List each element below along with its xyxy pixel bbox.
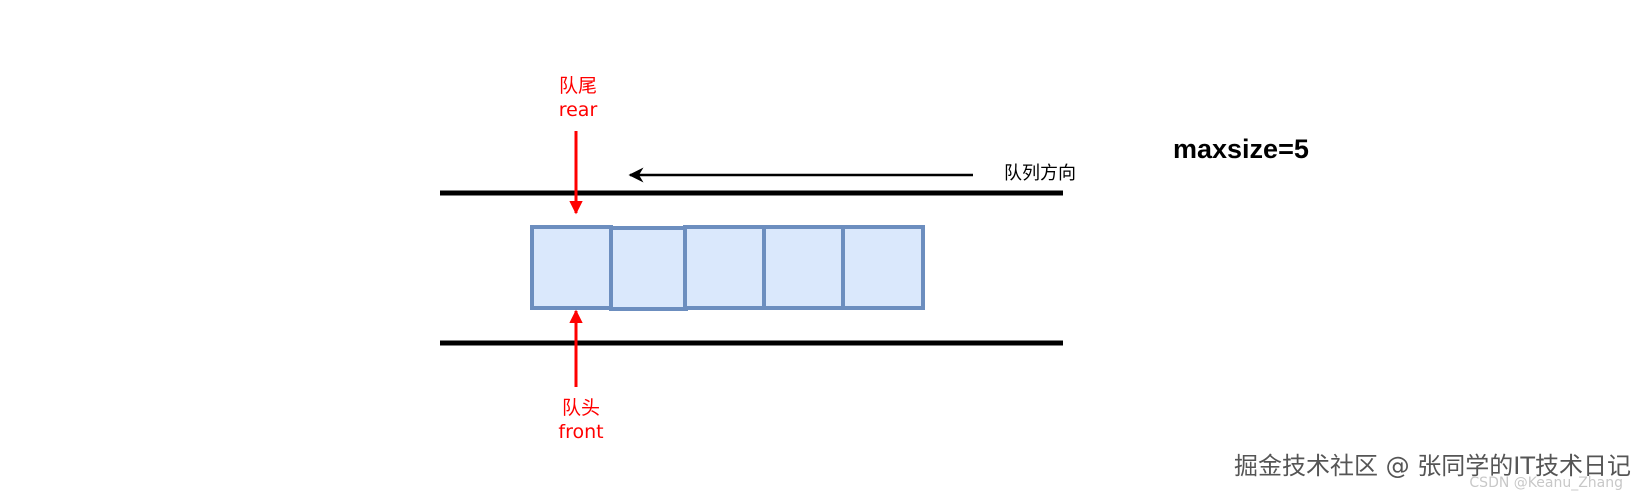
queue-cells (530, 225, 925, 311)
rear-label-en: rear (558, 99, 598, 121)
front-label-cn: 队头 (561, 397, 600, 419)
queue-cell (762, 225, 845, 310)
rear-label-cn: 队尾 (558, 75, 597, 97)
front-label-en: front (558, 421, 604, 443)
maxsize-label: maxsize=5 (1173, 134, 1309, 164)
queue-cell (841, 225, 925, 310)
watermark: 掘金技术社区 @ 张同学的IT技术日记 (1234, 452, 1631, 480)
rear-label: 队尾 rear (518, 74, 638, 122)
queue-cell (683, 225, 766, 310)
direction-label: 队列方向 (1004, 163, 1076, 184)
front-label: 队头 front (521, 396, 641, 444)
queue-cell (609, 226, 688, 311)
queue-cell (530, 225, 613, 310)
watermark-faint: CSDN @Keanu_Zhang (1469, 475, 1623, 491)
